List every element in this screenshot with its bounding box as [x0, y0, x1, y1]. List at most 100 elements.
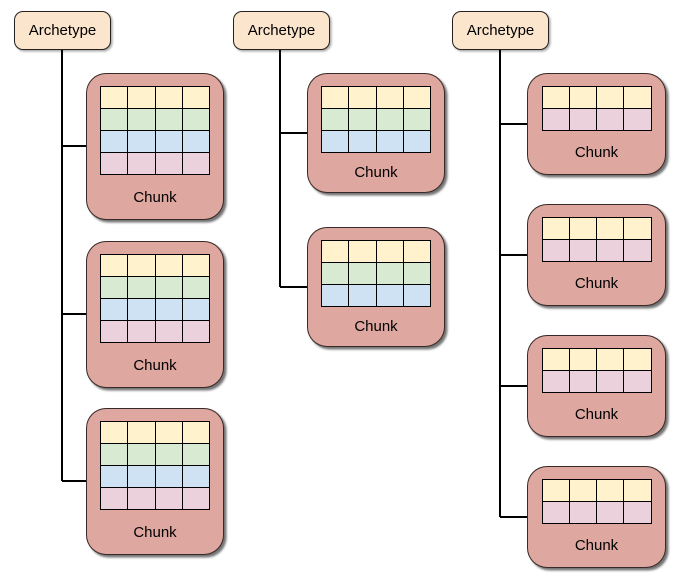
component-cell	[128, 87, 156, 109]
component-row-yellow	[101, 255, 210, 277]
component-row-yellow	[322, 241, 431, 263]
component-cell	[569, 349, 597, 371]
component-cell	[155, 321, 183, 343]
component-cell	[182, 277, 210, 299]
component-cell	[101, 131, 129, 153]
chunk-label: Chunk	[133, 188, 177, 206]
component-cell	[128, 466, 156, 488]
component-cell	[155, 466, 183, 488]
component-cell	[322, 87, 350, 109]
component-cell	[542, 240, 570, 262]
component-cell	[624, 349, 652, 371]
chunk-grid	[100, 421, 210, 510]
component-cell	[403, 263, 431, 285]
component-row-green	[322, 263, 431, 285]
component-cell	[155, 109, 183, 131]
component-row-green	[101, 109, 210, 131]
component-cell	[155, 422, 183, 444]
component-cell	[101, 109, 129, 131]
connector-archetype1-chunks	[61, 48, 86, 482]
component-cell	[403, 285, 431, 307]
component-row-green	[101, 277, 210, 299]
component-row-pink	[542, 240, 652, 262]
component-cell	[624, 218, 652, 240]
component-row-yellow	[542, 480, 652, 502]
component-row-yellow	[101, 87, 210, 109]
component-cell	[182, 299, 210, 321]
component-cell	[349, 263, 377, 285]
component-cell	[542, 480, 570, 502]
component-cell	[597, 240, 625, 262]
chunk-node: Chunk	[86, 241, 224, 388]
component-cell	[542, 502, 570, 524]
component-cell	[403, 131, 431, 153]
component-cell	[542, 349, 570, 371]
archetype-label: Archetype	[247, 22, 316, 39]
chunk-label: Chunk	[574, 537, 619, 554]
component-cell	[101, 466, 129, 488]
component-cell	[101, 87, 129, 109]
component-row-blue	[101, 131, 210, 153]
component-cell	[376, 241, 404, 263]
component-cell	[128, 255, 156, 277]
connector-archetype2-chunks	[279, 48, 307, 288]
component-row-pink	[542, 109, 652, 131]
component-cell	[128, 422, 156, 444]
chunk-grid	[100, 86, 210, 175]
chunk-label: Chunk	[354, 164, 398, 181]
component-cell	[128, 277, 156, 299]
component-cell	[128, 444, 156, 466]
chunk-grid	[321, 240, 431, 307]
component-cell	[182, 87, 210, 109]
component-cell	[569, 502, 597, 524]
component-row-green	[101, 444, 210, 466]
component-cell	[155, 255, 183, 277]
component-cell	[569, 218, 597, 240]
component-cell	[101, 488, 129, 510]
chunk-label: Chunk	[574, 406, 619, 423]
component-cell	[542, 371, 570, 393]
component-cell	[155, 299, 183, 321]
chunk-label: Chunk	[574, 144, 619, 161]
chunk-grid	[321, 86, 431, 153]
component-cell	[182, 488, 210, 510]
component-row-yellow	[542, 349, 652, 371]
component-cell	[597, 371, 625, 393]
component-cell	[101, 277, 129, 299]
chunk-label: Chunk	[133, 523, 177, 541]
component-cell	[128, 488, 156, 510]
component-cell	[624, 502, 652, 524]
component-row-yellow	[322, 87, 431, 109]
component-row-pink	[542, 502, 652, 524]
chunk-node: Chunk	[86, 408, 224, 555]
component-cell	[128, 153, 156, 175]
archetype-label: Archetype	[28, 22, 97, 39]
component-cell	[349, 109, 377, 131]
component-cell	[597, 218, 625, 240]
component-cell	[376, 109, 404, 131]
component-cell	[101, 321, 129, 343]
component-row-pink	[101, 488, 210, 510]
chunk-grid	[100, 254, 210, 343]
component-cell	[597, 109, 625, 131]
chunk-grid	[541, 86, 652, 131]
component-cell	[376, 87, 404, 109]
component-cell	[322, 285, 350, 307]
component-cell	[322, 109, 350, 131]
component-row-green	[322, 109, 431, 131]
chunk-node: Chunk	[307, 227, 445, 347]
component-cell	[101, 255, 129, 277]
component-cell	[322, 241, 350, 263]
component-cell	[101, 299, 129, 321]
component-cell	[624, 480, 652, 502]
component-row-blue	[322, 131, 431, 153]
component-cell	[624, 240, 652, 262]
component-cell	[624, 371, 652, 393]
component-cell	[624, 87, 652, 109]
component-cell	[182, 131, 210, 153]
component-cell	[128, 109, 156, 131]
component-row-yellow	[542, 87, 652, 109]
component-cell	[569, 87, 597, 109]
